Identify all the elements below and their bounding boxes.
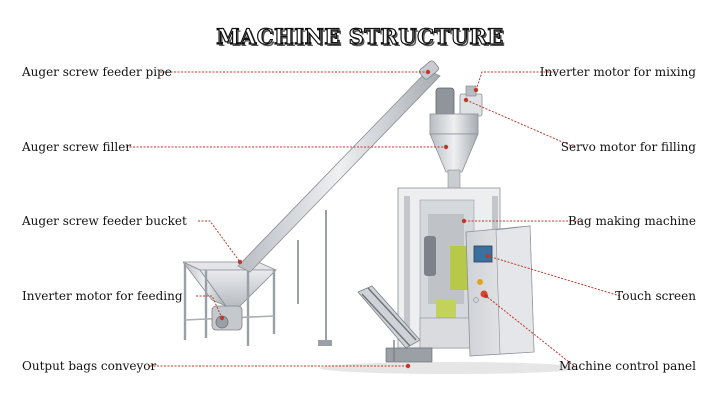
leader-lines [126,71,621,367]
leader-inverter-motor-for-mixing [475,71,556,91]
diagram-title: MACHINE STRUCTURE [216,23,504,49]
output-conveyor [357,285,433,363]
label-bag-making-machine: Bag making machine [568,214,696,228]
feeder-bucket [182,261,277,346]
label-inverter-motor-for-mixing: Inverter motor for mixing [539,65,696,79]
feeder-pipe [237,60,441,346]
ground-shadow [320,362,580,374]
auger-filler [429,85,483,191]
label-servo-motor-for-filling: Servo motor for filling [560,140,696,154]
label-output-bags-conveyor: Output bags conveyor [22,359,157,373]
leader-inverter-motor-for-feeding [196,295,223,319]
label-inverter-motor-for-feeding: Inverter motor for feeding [22,289,183,303]
leader-auger-screw-feeder-bucket [198,220,241,263]
label-auger-screw-filler: Auger screw filler [22,140,132,154]
leader-machine-control-panel [485,295,575,367]
label-auger-screw-feeder-bucket: Auger screw feeder bucket [22,214,187,228]
control-cabinet [465,225,535,357]
leader-touch-screen [487,255,621,297]
leader-endpoints [219,69,491,369]
leader-servo-motor-for-filling [465,99,575,148]
label-auger-screw-feeder-pipe: Auger screw feeder pipe [22,65,172,79]
label-machine-control-panel: Machine control panel [559,359,696,373]
label-touch-screen: Touch screen [615,289,696,303]
